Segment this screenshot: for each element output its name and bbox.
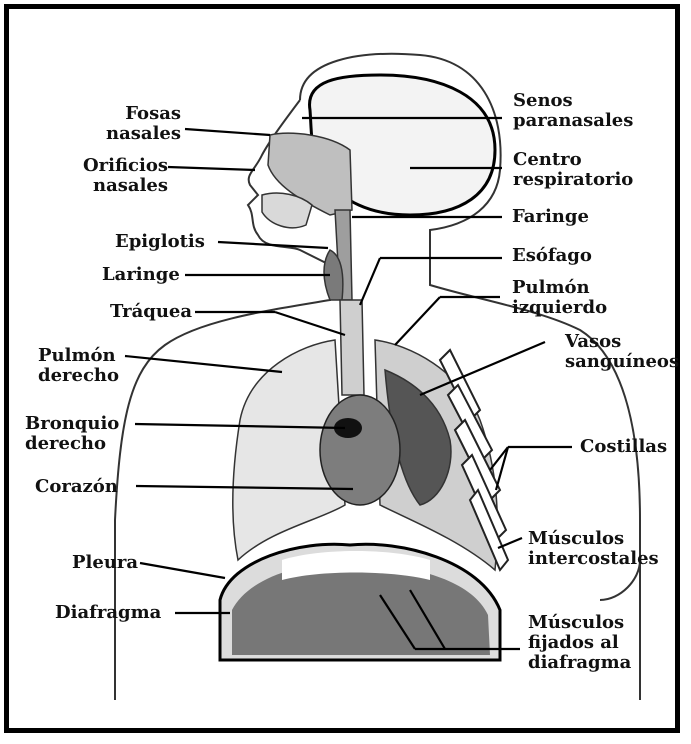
label-orificios-nasales: Orificios nasales [83,156,168,196]
label-senos-paranasales: Senos paranasales [513,91,633,131]
label-laringe: Laringe [102,265,180,285]
label-esofago: Esófago [512,246,592,266]
label-epiglotis: Epiglotis [115,232,205,252]
label-pulmon-derecho: Pulmón derecho [38,346,119,386]
label-pulmon-izquierdo: Pulmón izquierdo [512,278,607,318]
label-centro-respiratorio: Centro respiratorio [513,150,633,190]
label-traquea: Tráquea [110,302,192,322]
label-diafragma: Diafragma [55,603,161,623]
label-bronquio-derecho: Bronquio derecho [25,414,119,454]
label-faringe: Faringe [512,207,589,227]
label-corazon: Corazón [35,477,118,497]
label-musculos-fijados-al-diafragma: Músculos fijados al diafragma [528,613,631,673]
label-vasos-sanguineos: Vasos sanguíneos [565,332,679,372]
label-musculos-intercostales: Músculos intercostales [528,529,659,569]
label-pleura: Pleura [72,553,138,573]
label-fosas-nasales: Fosas nasales [106,104,181,144]
label-costillas: Costillas [580,437,667,457]
